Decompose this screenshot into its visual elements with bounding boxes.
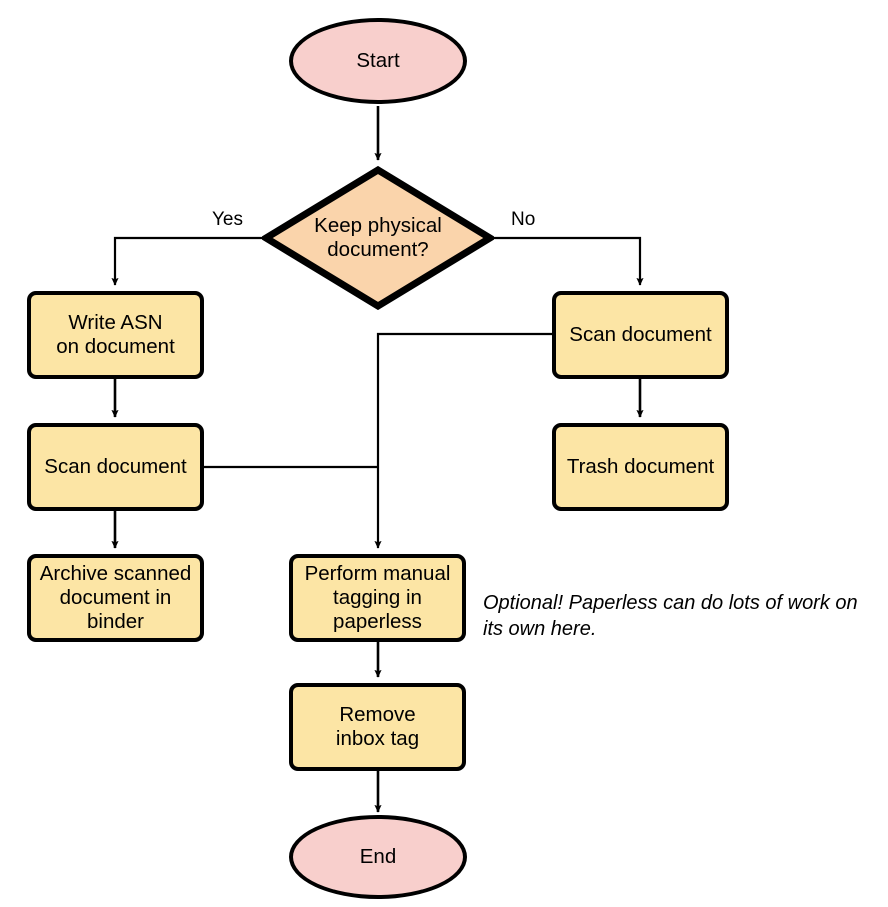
node-end-label: End [359, 845, 397, 868]
node-end[interactable]: End [289, 815, 467, 899]
node-write-asn-on-document[interactable]: Write ASN on document [27, 291, 204, 379]
node-start[interactable]: Start [289, 18, 467, 104]
node-keep-physical-document[interactable]: Keep physical document? [262, 166, 494, 310]
node-scan-document-left-label: Scan document [44, 455, 187, 478]
node-archive-scanned-document-in-binder-label: Archive scanned document in binder [39, 562, 192, 633]
edge-label-no: No [508, 209, 539, 231]
node-trash-document-label: Trash document [566, 455, 715, 478]
optional-note: Optional! Paperless can do lots of work … [483, 592, 858, 641]
node-trash-document[interactable]: Trash document [552, 423, 729, 511]
edge-decision-no-to-scan-right [494, 236, 644, 286]
node-archive-scanned-document-in-binder[interactable]: Archive scanned document in binder [27, 554, 204, 642]
node-scan-document-left[interactable]: Scan document [27, 423, 204, 511]
edge-decision-yes-to-write-asn [111, 236, 262, 286]
edge-label-yes: Yes [209, 209, 246, 231]
node-perform-manual-tagging-in-paperless-label: Perform manual tagging in paperless [304, 562, 451, 633]
node-perform-manual-tagging-in-paperless[interactable]: Perform manual tagging in paperless [289, 554, 466, 642]
edge-scan-right-to-manual-tagging [374, 332, 552, 549]
diamond-shape [262, 166, 494, 310]
node-keep-physical-document-label: Keep physical document? [314, 214, 442, 261]
node-remove-inbox-tag[interactable]: Remove inbox tag [289, 683, 466, 771]
node-remove-inbox-tag-label: Remove inbox tag [335, 703, 420, 750]
node-write-asn-on-document-label: Write ASN on document [56, 311, 175, 358]
node-scan-document-right-label: Scan document [569, 323, 712, 346]
node-start-label: Start [356, 49, 400, 72]
node-scan-document-right[interactable]: Scan document [552, 291, 729, 379]
